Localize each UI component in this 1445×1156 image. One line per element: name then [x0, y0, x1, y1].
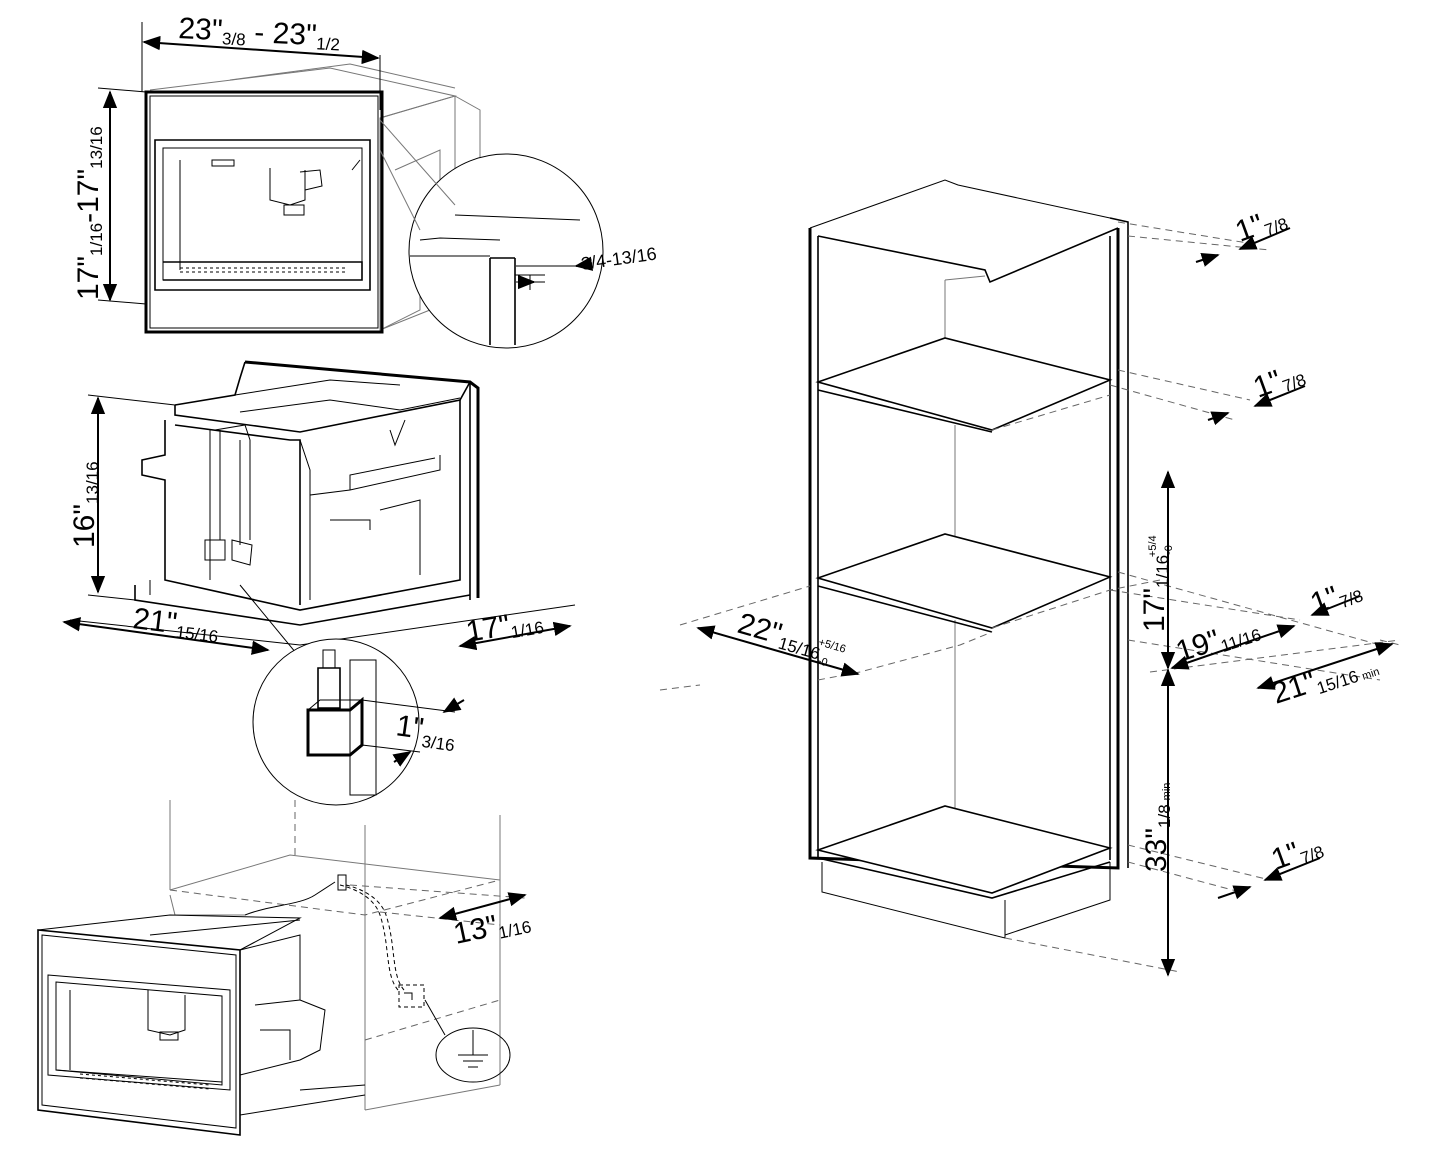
dim-niche-height-tol-sub: -0	[1163, 545, 1175, 555]
installed-cabinet-view	[37, 800, 511, 1136]
dim-appliance-width-main-b: 23"	[272, 17, 318, 52]
svg-text:17"1/16: 17"1/16	[463, 603, 545, 650]
dim-appliance-width-main: 23"	[178, 12, 224, 47]
dim-niche-height-main: 17"	[1138, 588, 1171, 632]
dim-appliance-height-main-b: 17"	[72, 169, 105, 213]
svg-text:21"15/16: 21"15/16	[131, 602, 221, 646]
svg-text:17"1/16-17"13/16: 17"1/16-17"13/16	[72, 126, 106, 300]
svg-text:13"1/16: 13"1/16	[451, 903, 534, 952]
dim-body-depth: 17"1/16	[458, 603, 572, 651]
dim-appliance-height-frac-b: 13/16	[87, 126, 106, 169]
dim-panel-shelf-main: 1"	[1249, 364, 1286, 404]
svg-text:19"11/16: 19"11/16	[1172, 611, 1264, 670]
dim-floor-height: 33"1/8 min	[1140, 668, 1176, 977]
dim-plug-clearance-frac: 3/16	[420, 732, 455, 755]
dim-plug-clearance: 1"3/16	[361, 697, 465, 767]
dim-panel-mid-main: 1"	[1306, 580, 1343, 620]
dim-panel-top-frac: 7/8	[1262, 214, 1291, 240]
dim-body-width-main: 21"	[131, 602, 179, 640]
dim-floor-height-main: 33"	[1140, 828, 1173, 872]
dim-niche-depth-frac: 11/16	[1218, 625, 1263, 656]
dim-panel-bottom-main: 1"	[1267, 836, 1304, 876]
dim-panel-top: 1"7/8	[1195, 200, 1291, 267]
appliance-body-view	[69, 360, 576, 806]
svg-text:21"15/16min: 21"15/16min	[1268, 646, 1382, 712]
dim-cable-length-main: 13"	[451, 909, 501, 950]
dim-panel-mid-frac: 7/8	[1337, 586, 1366, 612]
dim-niche-depth-main: 19"	[1172, 624, 1224, 669]
appliance-front-view	[144, 63, 604, 349]
dim-body-height-frac: 13/16	[83, 461, 102, 504]
dim-body-width-frac: 15/16	[175, 622, 220, 646]
dim-appliance-height-sep: -	[72, 213, 105, 223]
dim-panel-bottom-frac: 7/8	[1298, 842, 1327, 868]
dim-body-height: 16"13/16	[68, 394, 176, 601]
dim-plug-clearance-main: 1"	[394, 709, 426, 745]
dim-appliance-width-frac-a: 3/8	[222, 29, 247, 49]
svg-text:16"13/16: 16"13/16	[68, 461, 102, 548]
dim-floor-height-frac: 1/8	[1155, 804, 1174, 828]
dim-body-width: 21"15/16	[62, 602, 270, 655]
dim-niche-height-frac: 1/16	[1153, 555, 1172, 588]
dim-panel-shelf-frac: 7/8	[1280, 370, 1309, 396]
dim-floor-height-suffix: min	[1161, 783, 1173, 801]
svg-text:1"7/8: 1"7/8	[1231, 200, 1291, 249]
dim-appliance-width-frac-b: 1/2	[316, 34, 341, 54]
svg-text:1"7/8: 1"7/8	[1249, 356, 1309, 405]
svg-text:23"3/8 - 23"1/2: 23"3/8 - 23"1/2	[178, 12, 342, 54]
dim-panel-shelf: 1"7/8	[1207, 356, 1309, 426]
dim-panel-top-main: 1"	[1231, 208, 1268, 248]
dim-cabinet-depth-suffix: min	[1361, 666, 1382, 683]
dim-body-height-main: 16"	[68, 504, 101, 548]
svg-text:1"7/8: 1"7/8	[1267, 828, 1327, 877]
svg-text:33"1/8min: 33"1/8 min	[1140, 783, 1174, 872]
dim-niche-width: 22"15/16-0+5/16	[696, 607, 860, 677]
ground-symbol-icon	[435, 1027, 511, 1083]
dim-appliance-height-main-a: 17"	[72, 256, 105, 300]
dim-body-depth-frac: 1/16	[509, 618, 545, 642]
dim-body-depth-main: 17"	[463, 609, 512, 649]
flange-detail	[410, 214, 581, 345]
dim-cabinet-depth: 21"15/16min	[1256, 642, 1394, 712]
dim-cabinet-depth-main: 21"	[1268, 666, 1320, 711]
dim-niche-width-tol-sup: +5/16	[817, 636, 847, 655]
dim-cabinet-depth-frac: 15/16	[1314, 667, 1360, 698]
dim-appliance-height-frac-a: 1/16	[87, 223, 106, 256]
dim-niche-width-frac: 15/16	[776, 634, 822, 664]
dim-panel-mid: 1"7/8	[1306, 572, 1366, 621]
svg-text:17"1/16-0+5/4: 17"1/16-0 +5/4	[1138, 535, 1175, 632]
dim-niche-height: 17"1/16-0 +5/4	[1138, 470, 1176, 670]
dim-cable-length: 13"1/16	[349, 884, 534, 952]
svg-text:1"7/8: 1"7/8	[1306, 572, 1366, 621]
svg-text:22"15/16-0+5/16: 22"15/16-0+5/16	[733, 607, 849, 673]
svg-text:1"3/16: 1"3/16	[393, 709, 458, 755]
dim-niche-depth: 19"11/16	[1170, 611, 1296, 670]
dim-cable-length-frac: 1/16	[497, 917, 533, 942]
socket-icon	[398, 984, 425, 1008]
dim-appliance-width: 23"3/8 - 23"1/2	[141, 12, 381, 110]
dim-appliance-width-sep: -	[245, 16, 273, 50]
dim-niche-width-tol-sub: -0	[816, 655, 829, 669]
dim-niche-height-tol-sup: +5/4	[1147, 535, 1159, 557]
dim-panel-bottom: 1"7/8	[1217, 828, 1327, 900]
dim-appliance-height: 17"1/16-17"13/16	[72, 87, 147, 305]
